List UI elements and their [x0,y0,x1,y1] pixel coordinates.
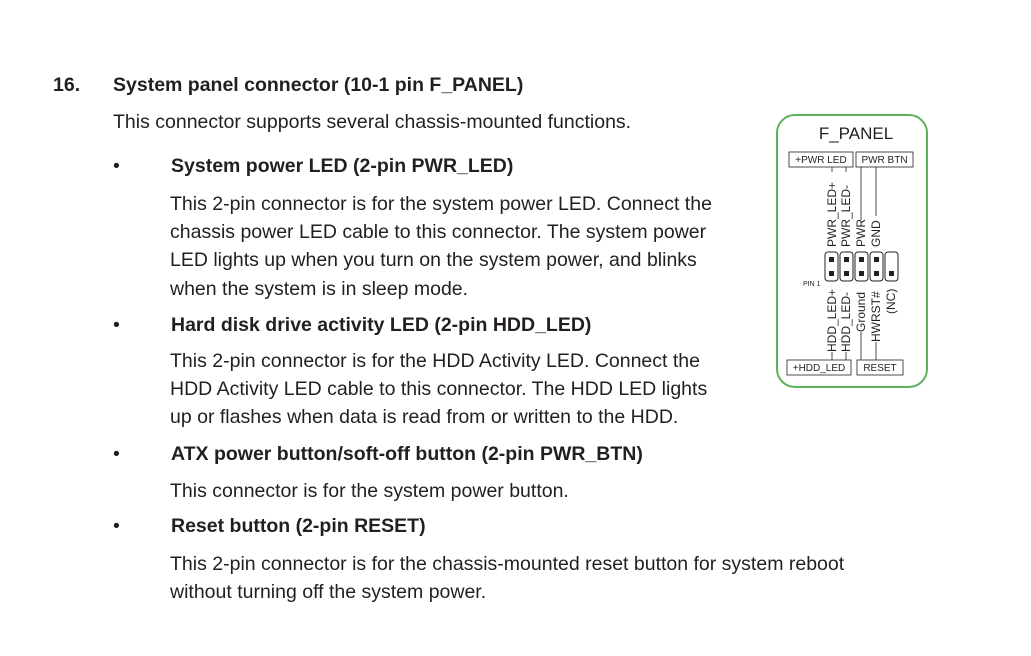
body-line: This 2-pin connector is for the HDD Acti… [170,350,700,372]
pin-header [824,251,899,282]
pin-label: PWR [854,219,868,247]
pin1-label: PIN 1 [803,281,821,288]
bullet: • [113,314,120,336]
diagram-border [776,114,928,388]
body-line: This 2-pin connector is for the system p… [170,193,712,215]
f-panel-diagram: F_PANEL +PWR LED PWR BTN +HD [776,114,928,388]
pin-label: (NC) [884,289,898,314]
item-title-pwr-btn: ATX power button/soft-off button (2-pin … [171,443,643,465]
body-line: HDD Activity LED cable to this connector… [170,378,708,400]
pin-label: GND [869,220,883,247]
bullet: • [113,443,120,465]
item-title-hdd-led: Hard disk drive activity LED (2-pin HDD_… [171,314,592,336]
pin-label: HWRST# [869,291,883,342]
body-line: LED lights up when you turn on the syste… [170,249,697,271]
body-line: This connector is for the system power b… [170,480,569,502]
pwr-led-box [788,151,854,168]
reset-box [856,359,904,376]
section-title: System panel connector (10-1 pin F_PANEL… [113,74,524,96]
pin-label: Ground [854,292,868,332]
pwr-btn-box-label: PWR BTN [861,155,907,166]
pin-label: HDD_LED+ [825,289,839,352]
pin-label: HDD_LED- [839,292,853,352]
diagram-title: F_PANEL [819,124,893,143]
pwr-led-box-label: +PWR LED [795,155,846,166]
bullet: • [113,155,120,177]
hdd-led-box [786,359,852,376]
pins [829,257,894,276]
bullet: • [113,515,120,537]
pin-label: PWR_LED+ [825,182,839,247]
body-line: This 2-pin connector is for the chassis-… [170,553,845,575]
hdd-led-box-label: +HDD_LED [793,363,846,374]
pin-label: PWR_LED- [839,185,853,247]
item-title-pwr-led: System power LED (2-pin PWR_LED) [171,155,514,177]
section-number: 16. [53,74,81,96]
body-line: without turning off the system power. [170,581,487,603]
body-line: up or flashes when data is read from or … [170,406,679,428]
pwr-btn-box [855,151,914,168]
reset-box-label: RESET [863,363,896,374]
section-intro: This connector supports several chassis-… [113,111,632,133]
body-line: chassis power LED cable to this connecto… [170,221,707,243]
body-line: when the system is in sleep mode. [170,278,469,300]
item-title-reset: Reset button (2-pin RESET) [171,515,426,537]
